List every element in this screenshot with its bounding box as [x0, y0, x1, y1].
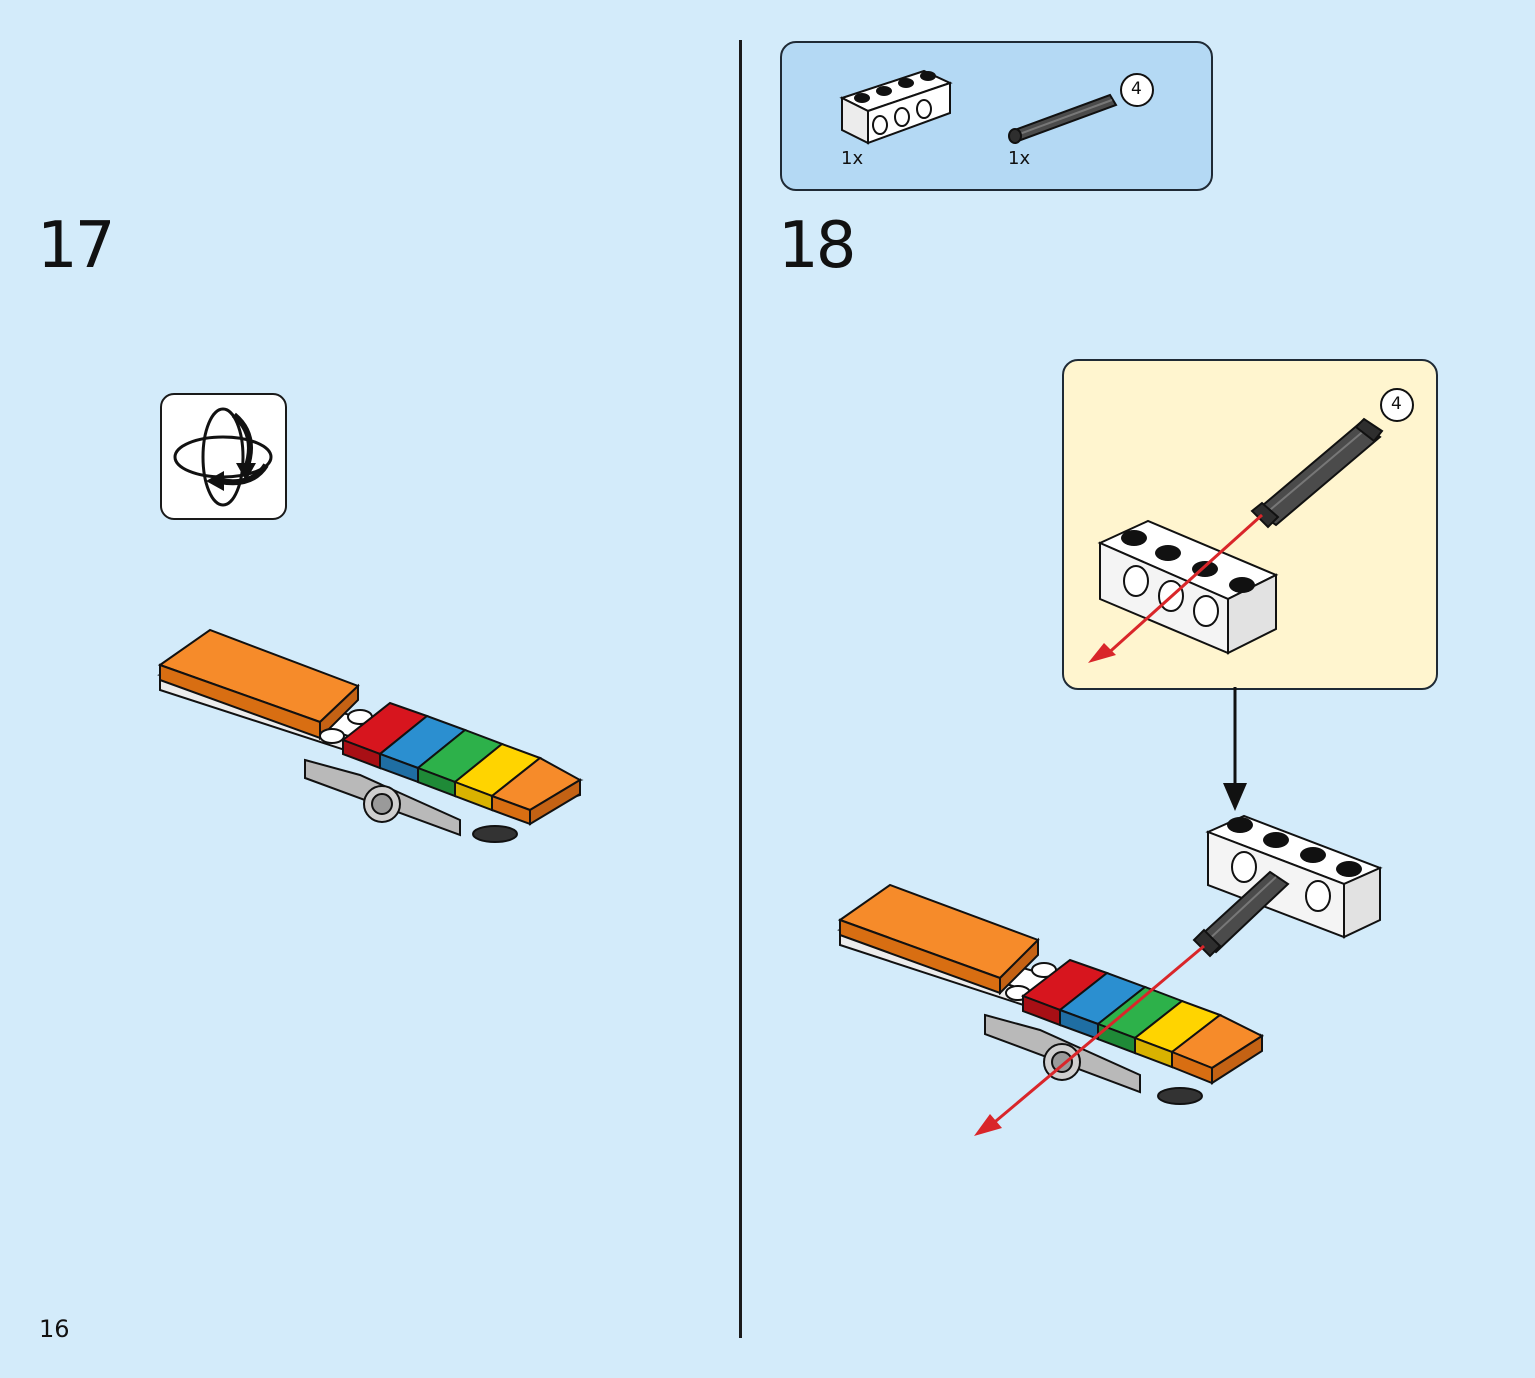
parts-list-box: 1x 1x 4	[780, 41, 1213, 191]
technic-brick-icon	[839, 69, 953, 145]
part-1-quantity: 1x	[841, 148, 864, 169]
step-17-number: 17	[37, 209, 115, 283]
callout-assembly-drawing	[1088, 417, 1384, 663]
page-number: 16	[39, 1315, 70, 1343]
step-17-orange-tile	[157, 628, 360, 741]
step-18-model	[837, 814, 1383, 1136]
part-2-quantity: 1x	[1008, 148, 1031, 169]
step-18-number: 18	[778, 209, 856, 283]
sub-assembly-callout: 4	[1062, 359, 1438, 690]
axle-length-label: 4	[1131, 79, 1142, 99]
step-17-model	[157, 628, 584, 843]
axle-icon	[1008, 93, 1118, 144]
rotate-model-icon	[160, 393, 287, 520]
page-divider	[739, 40, 742, 1338]
rotate-arrows-icon	[173, 407, 273, 507]
step-17-under-part	[304, 758, 518, 843]
callout-axle-badge	[1380, 388, 1414, 422]
step-17-rainbow-tiles	[340, 701, 583, 826]
callout-down-arrow	[1223, 687, 1247, 811]
callout-axle-length-label: 4	[1391, 394, 1402, 414]
step-17-studs	[319, 709, 373, 744]
axle-length-badge	[1120, 73, 1154, 107]
